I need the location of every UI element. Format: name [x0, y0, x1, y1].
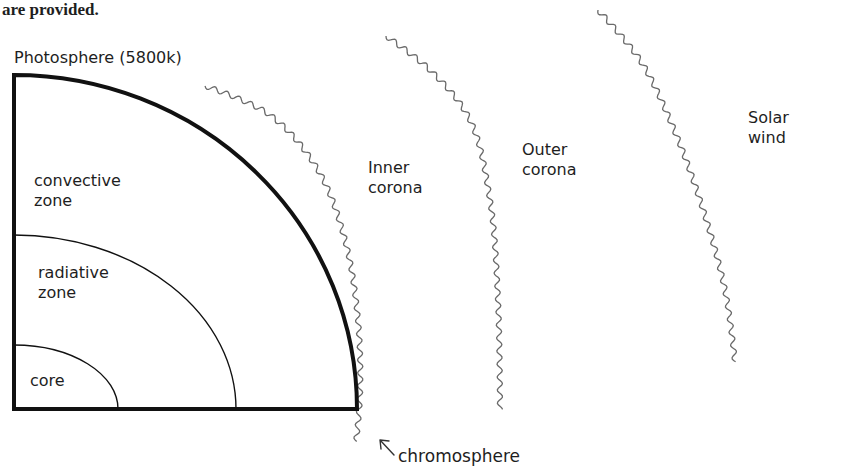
layer-boundary — [14, 235, 236, 409]
layer-label: chromosphere — [398, 446, 520, 466]
layer-label: Solar wind — [748, 108, 820, 148]
chromosphere-boundary — [205, 86, 363, 442]
inner-corona-boundary — [386, 36, 503, 409]
convective-zone-region: convective zone radiative zone core — [14, 75, 357, 409]
layer-label: Photosphere (5800k) — [14, 48, 182, 68]
pointer-arrow — [380, 440, 394, 455]
layer-outline — [14, 345, 118, 409]
label-anchor: Solar wind — [748, 108, 820, 148]
label-anchor: chromosphere — [398, 446, 520, 466]
layer-boundary — [14, 75, 357, 409]
label-anchor: Outer corona — [522, 140, 602, 180]
label-anchor: Photosphere (5800k) — [14, 48, 182, 68]
layer-label: Inner corona — [368, 158, 448, 198]
core-region: core — [14, 345, 118, 409]
layer-boundary — [14, 345, 118, 409]
outer-corona-boundary — [598, 10, 737, 362]
label-anchor: Inner corona — [368, 158, 448, 198]
label-anchor: are provided. — [2, 0, 99, 20]
layer-name: core — [30, 371, 100, 391]
cropped-heading: are provided. — [2, 0, 99, 20]
layer-label: Outer corona — [522, 140, 602, 180]
radiative-zone-region: radiative zone core — [14, 235, 236, 409]
layer-name: radiative zone — [38, 263, 118, 303]
layer-name: convective zone — [34, 171, 134, 211]
layer-outline — [14, 75, 357, 409]
